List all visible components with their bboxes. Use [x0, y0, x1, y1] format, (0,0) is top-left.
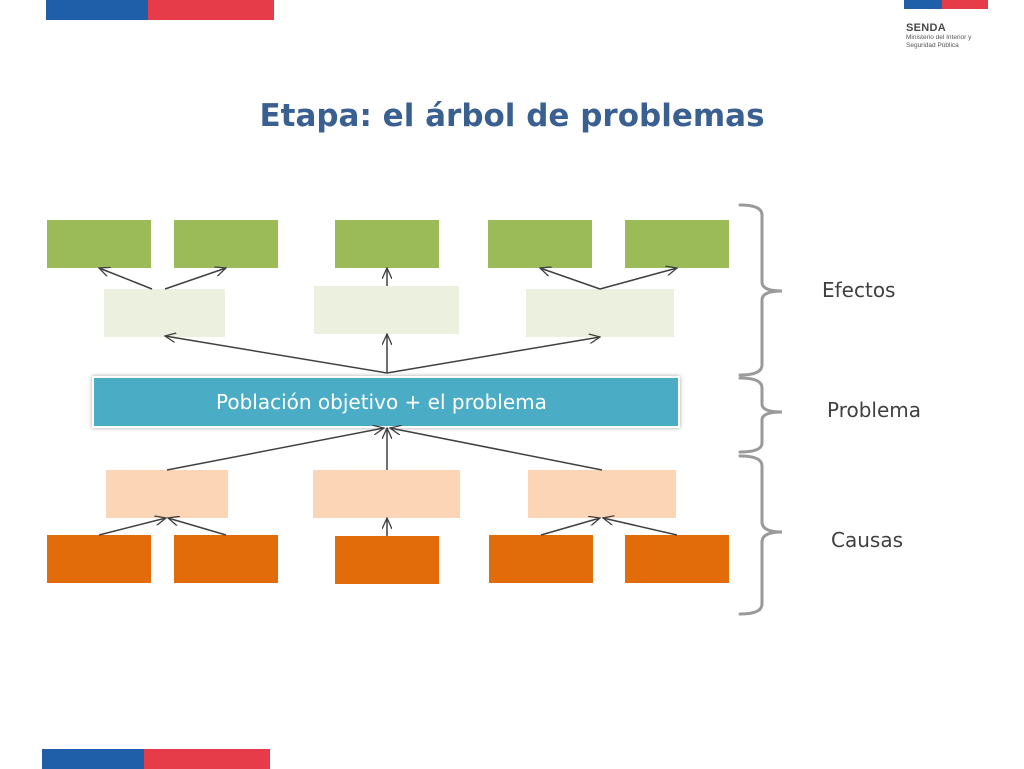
arrow-effect-5: [599, 268, 677, 290]
arrow-effect-2: [164, 268, 226, 290]
arrow-problem-3: [386, 337, 600, 374]
problem-box: Población objetivo + el problema: [92, 376, 680, 428]
cause-mid-box-2: [313, 470, 460, 518]
slide-title: Etapa: el árbol de problemas: [259, 98, 765, 134]
flag-bar-bottom-left: [42, 749, 270, 769]
cause-box-3: [335, 536, 439, 584]
cause-box-4: [489, 535, 593, 583]
senda-logo: SENDA Ministerio del Interior y Segurida…: [906, 22, 986, 50]
flag-bar-top-left: [46, 0, 274, 20]
arrow-effect-1: [99, 268, 153, 290]
effect-box-4: [488, 220, 592, 268]
label-problema: Problema: [827, 398, 922, 422]
effect-box-5: [625, 220, 729, 268]
effect-box-1: [47, 220, 151, 268]
cause-box-5: [625, 535, 729, 583]
arrow-cause-1: [166, 428, 384, 471]
logo-subtitle: Ministerio del Interior y Seguridad Públ…: [906, 34, 972, 49]
arrow-cause-3: [390, 428, 603, 471]
arrow-root-5: [603, 518, 678, 536]
arrow-root-2: [168, 518, 227, 536]
effect-mid-box-1: [104, 289, 225, 337]
cause-mid-box-1: [106, 470, 228, 518]
arrow-root-4: [540, 518, 600, 536]
brace-problema: [738, 376, 783, 454]
effect-box-2: [174, 220, 278, 268]
arrow-problem-1: [165, 336, 388, 374]
effect-box-3: [335, 220, 439, 268]
cause-box-1: [47, 535, 151, 583]
label-causas: Causas: [831, 528, 903, 552]
cause-mid-box-3: [528, 470, 676, 518]
effect-mid-box-2: [314, 286, 459, 334]
flag-bar-top-right: [904, 0, 988, 9]
label-efectos: Efectos: [822, 278, 896, 302]
arrow-root-1: [98, 518, 166, 536]
cause-box-2: [174, 535, 278, 583]
brace-efectos: [738, 203, 783, 377]
arrow-effect-4: [540, 268, 601, 290]
effect-mid-box-3: [526, 289, 674, 337]
brace-causas: [738, 454, 783, 616]
logo-name: SENDA: [906, 22, 947, 34]
problem-box-label: Población objetivo + el problema: [216, 390, 547, 414]
